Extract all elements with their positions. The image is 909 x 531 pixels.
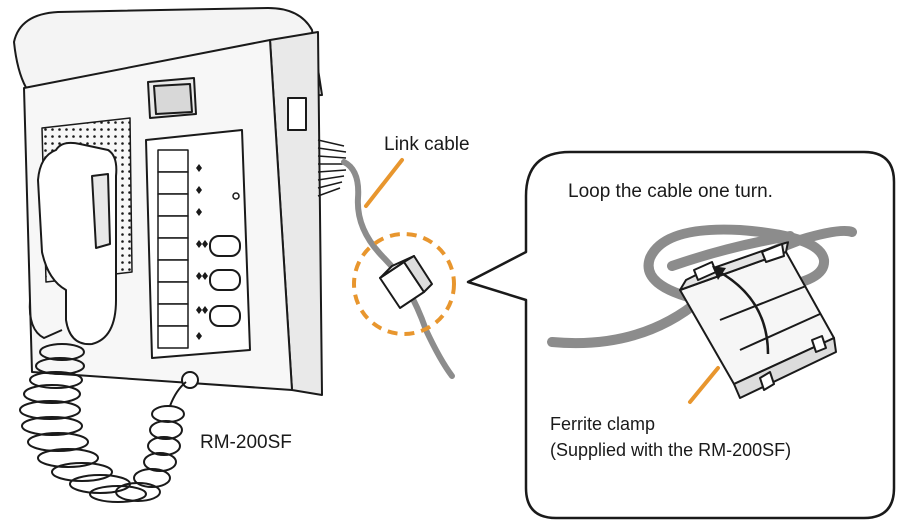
- ferrite-clamp-label: Ferrite clamp: [550, 414, 656, 434]
- link-cable-pointer: [364, 158, 404, 208]
- station-keys: [157, 149, 189, 349]
- ferrite-clamp-small: [379, 255, 433, 309]
- link-cable-label: Link cable: [384, 134, 470, 155]
- indicator-leds: [196, 164, 208, 340]
- ferrite-clamp-note: (Supplied with the RM-200SF): [550, 440, 792, 460]
- side-window: [287, 97, 307, 131]
- ferrite-clamp-large: [679, 241, 837, 399]
- callout-dashed-circle: [352, 232, 456, 336]
- coiled-cord: [19, 343, 187, 503]
- loop-instruction-label: Loop the cable one turn.: [568, 181, 773, 202]
- handset-jack: [181, 371, 199, 389]
- loop-arrow: [712, 266, 770, 355]
- device-model-label: RM-200SF: [200, 432, 292, 453]
- ferrite-clamp-pointer: [688, 366, 720, 404]
- link-cable: [341, 159, 455, 379]
- function-buttons: [209, 235, 241, 327]
- link-cable-bundle: [317, 139, 347, 197]
- handset: [28, 141, 118, 346]
- cable-through-clamp: [667, 231, 795, 271]
